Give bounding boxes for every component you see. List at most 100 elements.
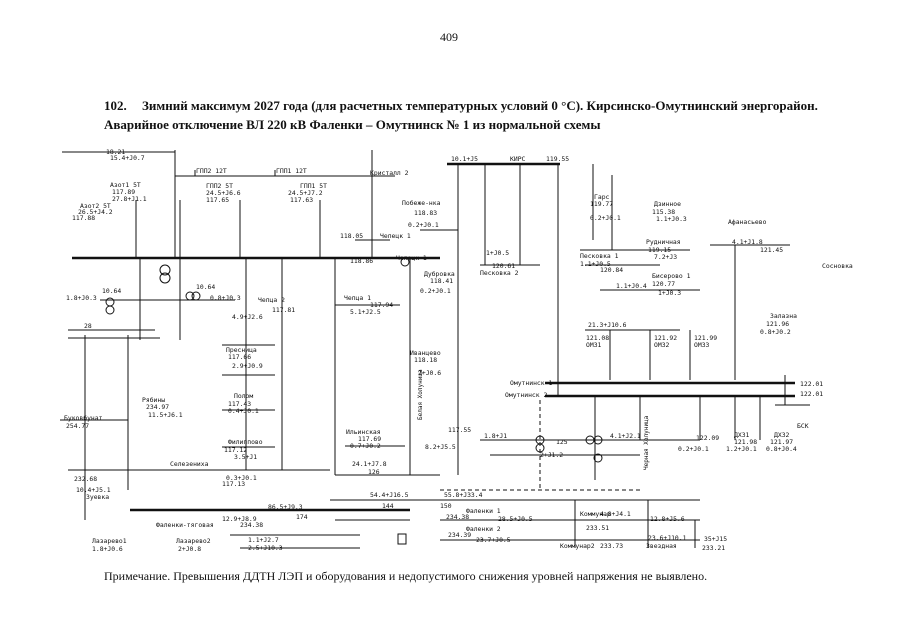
node-value: 117.55 — [448, 426, 471, 434]
node-value: 117.94 — [370, 301, 393, 309]
node-value: 232.68 — [74, 475, 97, 483]
node-load: 26.5+J4.2 — [78, 208, 113, 216]
node-value: 234.97 — [146, 403, 169, 411]
node-value: 115.38 — [652, 208, 675, 216]
flow-label: 125 — [556, 438, 568, 446]
node-label: Дубровка — [424, 270, 455, 278]
node-load: 0.2+J0.1 — [590, 214, 621, 222]
node-load: 0.2+J0.1 — [408, 221, 439, 229]
node-value: 117.89 — [112, 188, 135, 196]
flow-label: 1.8+J1 — [484, 432, 507, 440]
node-label: Чепца 2 — [258, 296, 285, 304]
node-label: Чепецк 1 — [396, 254, 427, 262]
node-load: 4.9+J2.6 — [232, 313, 263, 321]
node-label: Песковка 1 — [580, 252, 619, 260]
node-label: Иванцево — [410, 349, 441, 357]
figure-number: 102. — [104, 98, 127, 113]
node-value: 121.98 — [734, 438, 757, 446]
node-label: Омутнинск 1 — [510, 379, 552, 387]
flow-label: 18.21 — [106, 148, 125, 156]
node-value: 254.77 — [66, 422, 89, 430]
node-value: 121.92 — [654, 334, 677, 342]
node-value: 119.77 — [590, 200, 613, 208]
node-value: 118.18 — [414, 356, 437, 364]
flow-label: 144 — [382, 502, 394, 510]
node-load: 1+J0.3 — [658, 289, 681, 297]
node-value: 117.69 — [358, 435, 381, 443]
node-load: 35+J15 — [704, 535, 727, 543]
node-load: 5.1+J2.5 — [350, 308, 381, 316]
node-value: 233.51 — [586, 524, 609, 532]
node-label: Фаленки 2 — [466, 525, 501, 533]
flow-label: 12.8+J5.6 — [650, 515, 685, 523]
node-value: 117.81 — [272, 306, 295, 314]
flow-label: 28 — [84, 322, 92, 330]
node-value: 233.73 — [600, 542, 623, 550]
node-label: Зуевка — [86, 493, 109, 501]
figure-title: Зимний максимум 2027 года (для расчетных… — [104, 98, 818, 132]
node-load: 21.3+J10.6 — [588, 321, 627, 329]
flow-label: 10.64 — [196, 283, 215, 291]
node-label: Лазарево2 — [176, 537, 211, 545]
page-number: 409 — [440, 30, 458, 44]
node-value: 234.38 — [446, 513, 469, 521]
node-value: 118.41 — [430, 277, 453, 285]
node-value: 121.97 — [770, 438, 793, 446]
flow-label: 15.4+J0.7 — [110, 154, 145, 162]
flow-label: 126 — [368, 468, 380, 476]
flow-label: 24.1+J7.8 — [352, 460, 387, 468]
flow-label: 1.8+J0.3 — [66, 294, 97, 302]
node-label: ОМЗ2 — [654, 341, 670, 349]
node-value: 117.66 — [228, 353, 251, 361]
node-value: 121.99 — [694, 334, 717, 342]
node-load: 0.2+J0.1 — [678, 445, 709, 453]
node-load: 3.5+J1 — [234, 453, 257, 461]
node-value: 122.09 — [696, 434, 719, 442]
node-value: 117.13 — [222, 480, 245, 488]
node-value: 233.21 — [702, 544, 725, 552]
node-load: 0.8+J0.2 — [760, 328, 791, 336]
node-label: Селезениха — [170, 460, 209, 468]
flow-label: 23.7+J0.5 — [476, 536, 511, 544]
flow-label: 28.5+J0.5 — [498, 515, 533, 523]
node-value: 120.77 — [652, 280, 675, 288]
node-label: Лазарево1 — [92, 537, 127, 545]
flow-label: 150 — [440, 502, 452, 510]
node-load: 24.5+J6.6 — [206, 189, 241, 197]
node-label: Коммунар2 — [560, 542, 595, 550]
diagram-lines — [60, 150, 810, 549]
node-label: ДХ32 — [774, 431, 790, 439]
node-load: 24.5+J7.2 — [288, 189, 323, 197]
node-label: Черная Холуница — [643, 415, 650, 470]
node-value: 120.61 — [492, 262, 515, 270]
node-label: Чепца 1 — [344, 294, 371, 302]
node-load: 4.1+J1.8 — [732, 238, 763, 246]
node-load: 1.1+J0.3 — [656, 215, 687, 223]
flow-label: 174 — [296, 513, 308, 521]
node-label: ОМЗ3 — [694, 341, 710, 349]
node-label: ОМЗ1 — [586, 341, 602, 349]
flow-label: 4.1+J2.1 — [610, 432, 641, 440]
node-value: 117.12 — [224, 446, 247, 454]
node-label: КИРС — [510, 155, 526, 163]
node-label: Рябины — [142, 396, 165, 404]
node-label: Пресница — [226, 346, 257, 354]
flow-label: 23.6+J10.1 — [648, 534, 687, 542]
node-label: ГПП2 12Т — [196, 167, 227, 175]
node-label: ГПП2 5Т — [206, 182, 233, 190]
node-load: 1+J0.5 — [486, 249, 509, 257]
flow-label: 2+J1.2 — [540, 451, 563, 459]
node-label: ДХ31 — [734, 431, 750, 439]
node-label: Кристалл 2 — [370, 169, 409, 177]
node-label: Чепецк 1 — [380, 232, 411, 240]
node-value: 119.15 — [648, 246, 671, 254]
node-load: 10.4+J5.1 — [76, 486, 111, 494]
node-load: 0.7+J0.2 — [350, 442, 381, 450]
node-load: 8.2+J5.5 — [425, 443, 456, 451]
node-load: 27.8+J1.1 — [112, 195, 147, 203]
node-label: 10.1+J5 — [451, 155, 478, 163]
node-label: Залазна — [770, 312, 797, 320]
flow-label: 10.64 — [102, 287, 121, 295]
node-label: ГПП1 12Т — [276, 167, 307, 175]
